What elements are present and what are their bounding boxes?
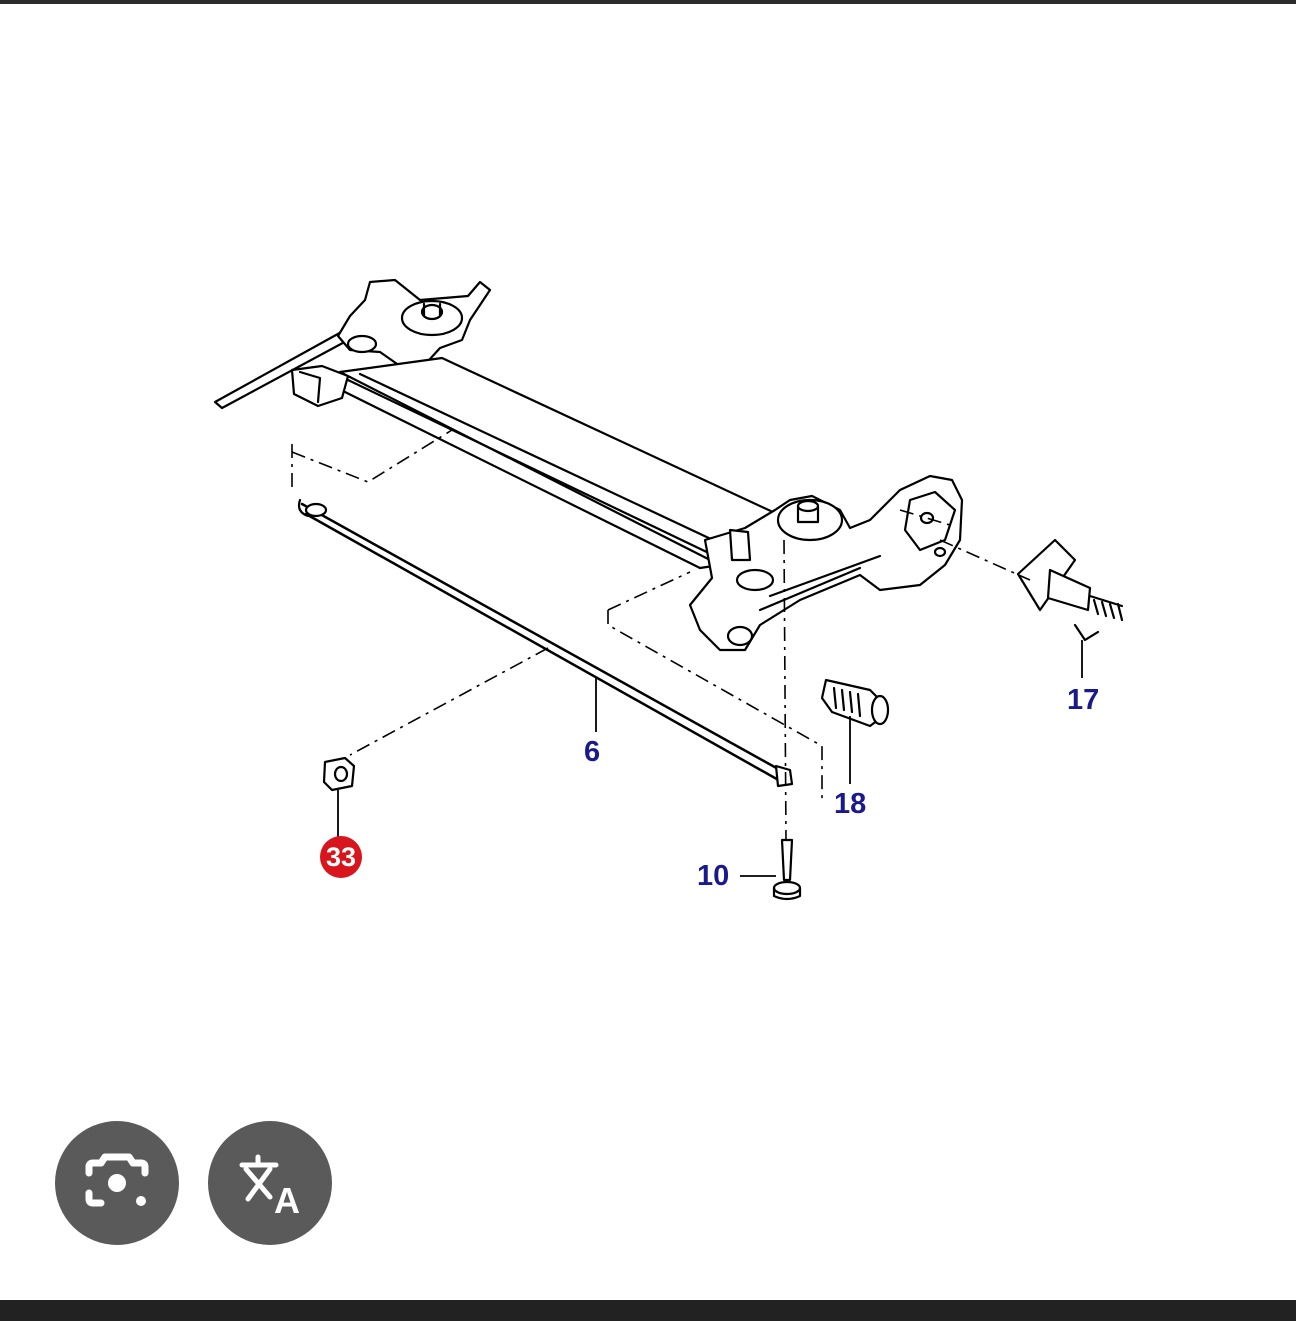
right-housing xyxy=(688,474,964,652)
translate-button[interactable]: A xyxy=(208,1121,332,1245)
tie-rod xyxy=(297,498,794,788)
callout-10: 10 xyxy=(697,860,730,892)
lens-camera-icon xyxy=(85,1153,149,1207)
translate-icon: A xyxy=(239,1154,300,1221)
left-mount-bracket xyxy=(213,278,492,410)
callout-17: 17 xyxy=(1067,684,1100,716)
clip-part xyxy=(322,756,356,792)
callout-6: 6 xyxy=(584,736,601,768)
callout-33-highlighted: 33 xyxy=(320,836,362,878)
bushing-part xyxy=(820,678,890,728)
svg-text:A: A xyxy=(274,1180,300,1221)
bolt-part xyxy=(772,838,802,901)
hub-flange xyxy=(1016,538,1124,642)
axle-beam xyxy=(338,356,792,570)
top-status-bar xyxy=(0,0,1296,4)
lens-search-button[interactable] xyxy=(55,1121,179,1245)
bottom-navigation-bar xyxy=(0,1300,1296,1321)
callout-18: 18 xyxy=(834,788,867,820)
